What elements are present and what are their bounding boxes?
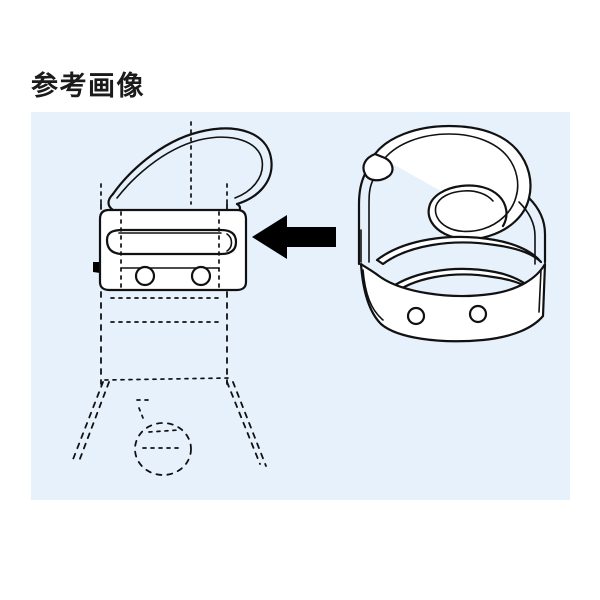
left-assembly (71, 121, 273, 476)
emblem-circle (134, 422, 192, 476)
tripod-leg-left (71, 381, 104, 463)
page-title: 参考画像 (31, 71, 145, 102)
clamp-left-wall (357, 172, 367, 266)
plate-edge-right (538, 269, 542, 313)
bracket-saddle-end-cap (226, 233, 233, 252)
clamp-right-wall (527, 196, 547, 264)
tripod-leg-left-edge (77, 381, 110, 465)
base-emblem (134, 399, 192, 476)
vertical-pole (100, 121, 228, 385)
lower-saddle-band-upper (375, 235, 543, 266)
tripod-leg-right-edge (232, 381, 267, 467)
bracket-bolt-hole-right (190, 265, 212, 287)
bracket-saddle-band (105, 228, 238, 256)
bracket-bolt-hole-left (134, 265, 156, 287)
emblem-mark-lower (138, 407, 144, 419)
hook-bracket (98, 208, 248, 292)
clamp-left-wall-inner (368, 179, 374, 263)
clamp-right-wall-inner (518, 201, 536, 265)
assembly-direction-arrow (252, 215, 336, 259)
upper-hook-inner (384, 133, 519, 233)
hook-nose-tip (362, 152, 394, 182)
tripod-cross-brace (104, 377, 230, 381)
reference-illustration-svg: .ln { fill:none; stroke:#111111; stroke-… (71, 121, 547, 476)
tripod-legs (71, 377, 267, 467)
emblem-bar (148, 429, 180, 433)
plate-hole-right (468, 304, 488, 324)
hook-arm-inner (116, 136, 264, 199)
plate-edge-left (362, 269, 384, 321)
plate-hole-left (406, 306, 426, 326)
curved-hook-arm (107, 127, 273, 215)
tripod-leg-right (226, 381, 261, 465)
reference-image-panel: .ln { fill:none; stroke:#111111; stroke-… (31, 112, 570, 500)
hook-arm-tip (107, 192, 115, 212)
mounting-plate (359, 262, 547, 343)
upper-hook-outer (373, 124, 532, 241)
hook-clamp-component (357, 124, 547, 343)
hook-arm-outer (111, 127, 273, 206)
arrow-shape (252, 215, 336, 259)
